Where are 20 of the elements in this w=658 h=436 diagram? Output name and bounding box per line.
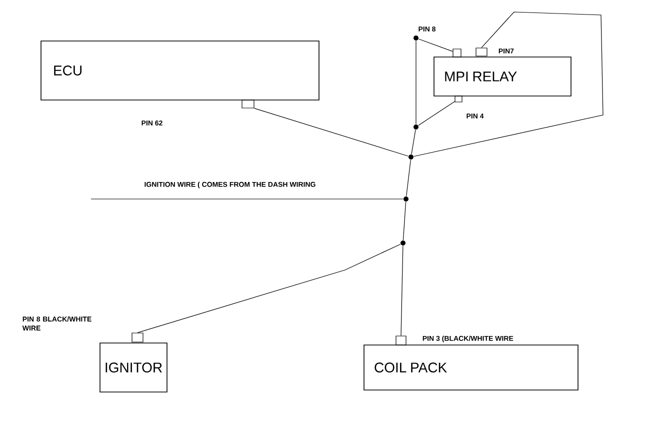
pin-terminal [452,48,462,58]
wire [418,101,455,126]
wire [414,12,604,157]
component-box: MPI RELAY [434,56,572,96]
component-box: IGNITOR [100,342,168,392]
component-box: ECU [40,40,320,100]
wire [411,130,416,154]
wire [402,202,406,240]
pin-terminal [132,332,144,342]
component-box: COIL PACK [364,344,578,390]
wire [400,246,404,336]
wire [418,38,453,52]
pin-terminal [476,48,488,56]
pin-terminal [396,336,406,346]
wire [254,108,409,156]
wire [406,160,411,196]
wire [137,244,401,333]
pin-terminal [454,96,462,102]
wire [90,198,404,200]
pin-terminal [242,100,254,108]
